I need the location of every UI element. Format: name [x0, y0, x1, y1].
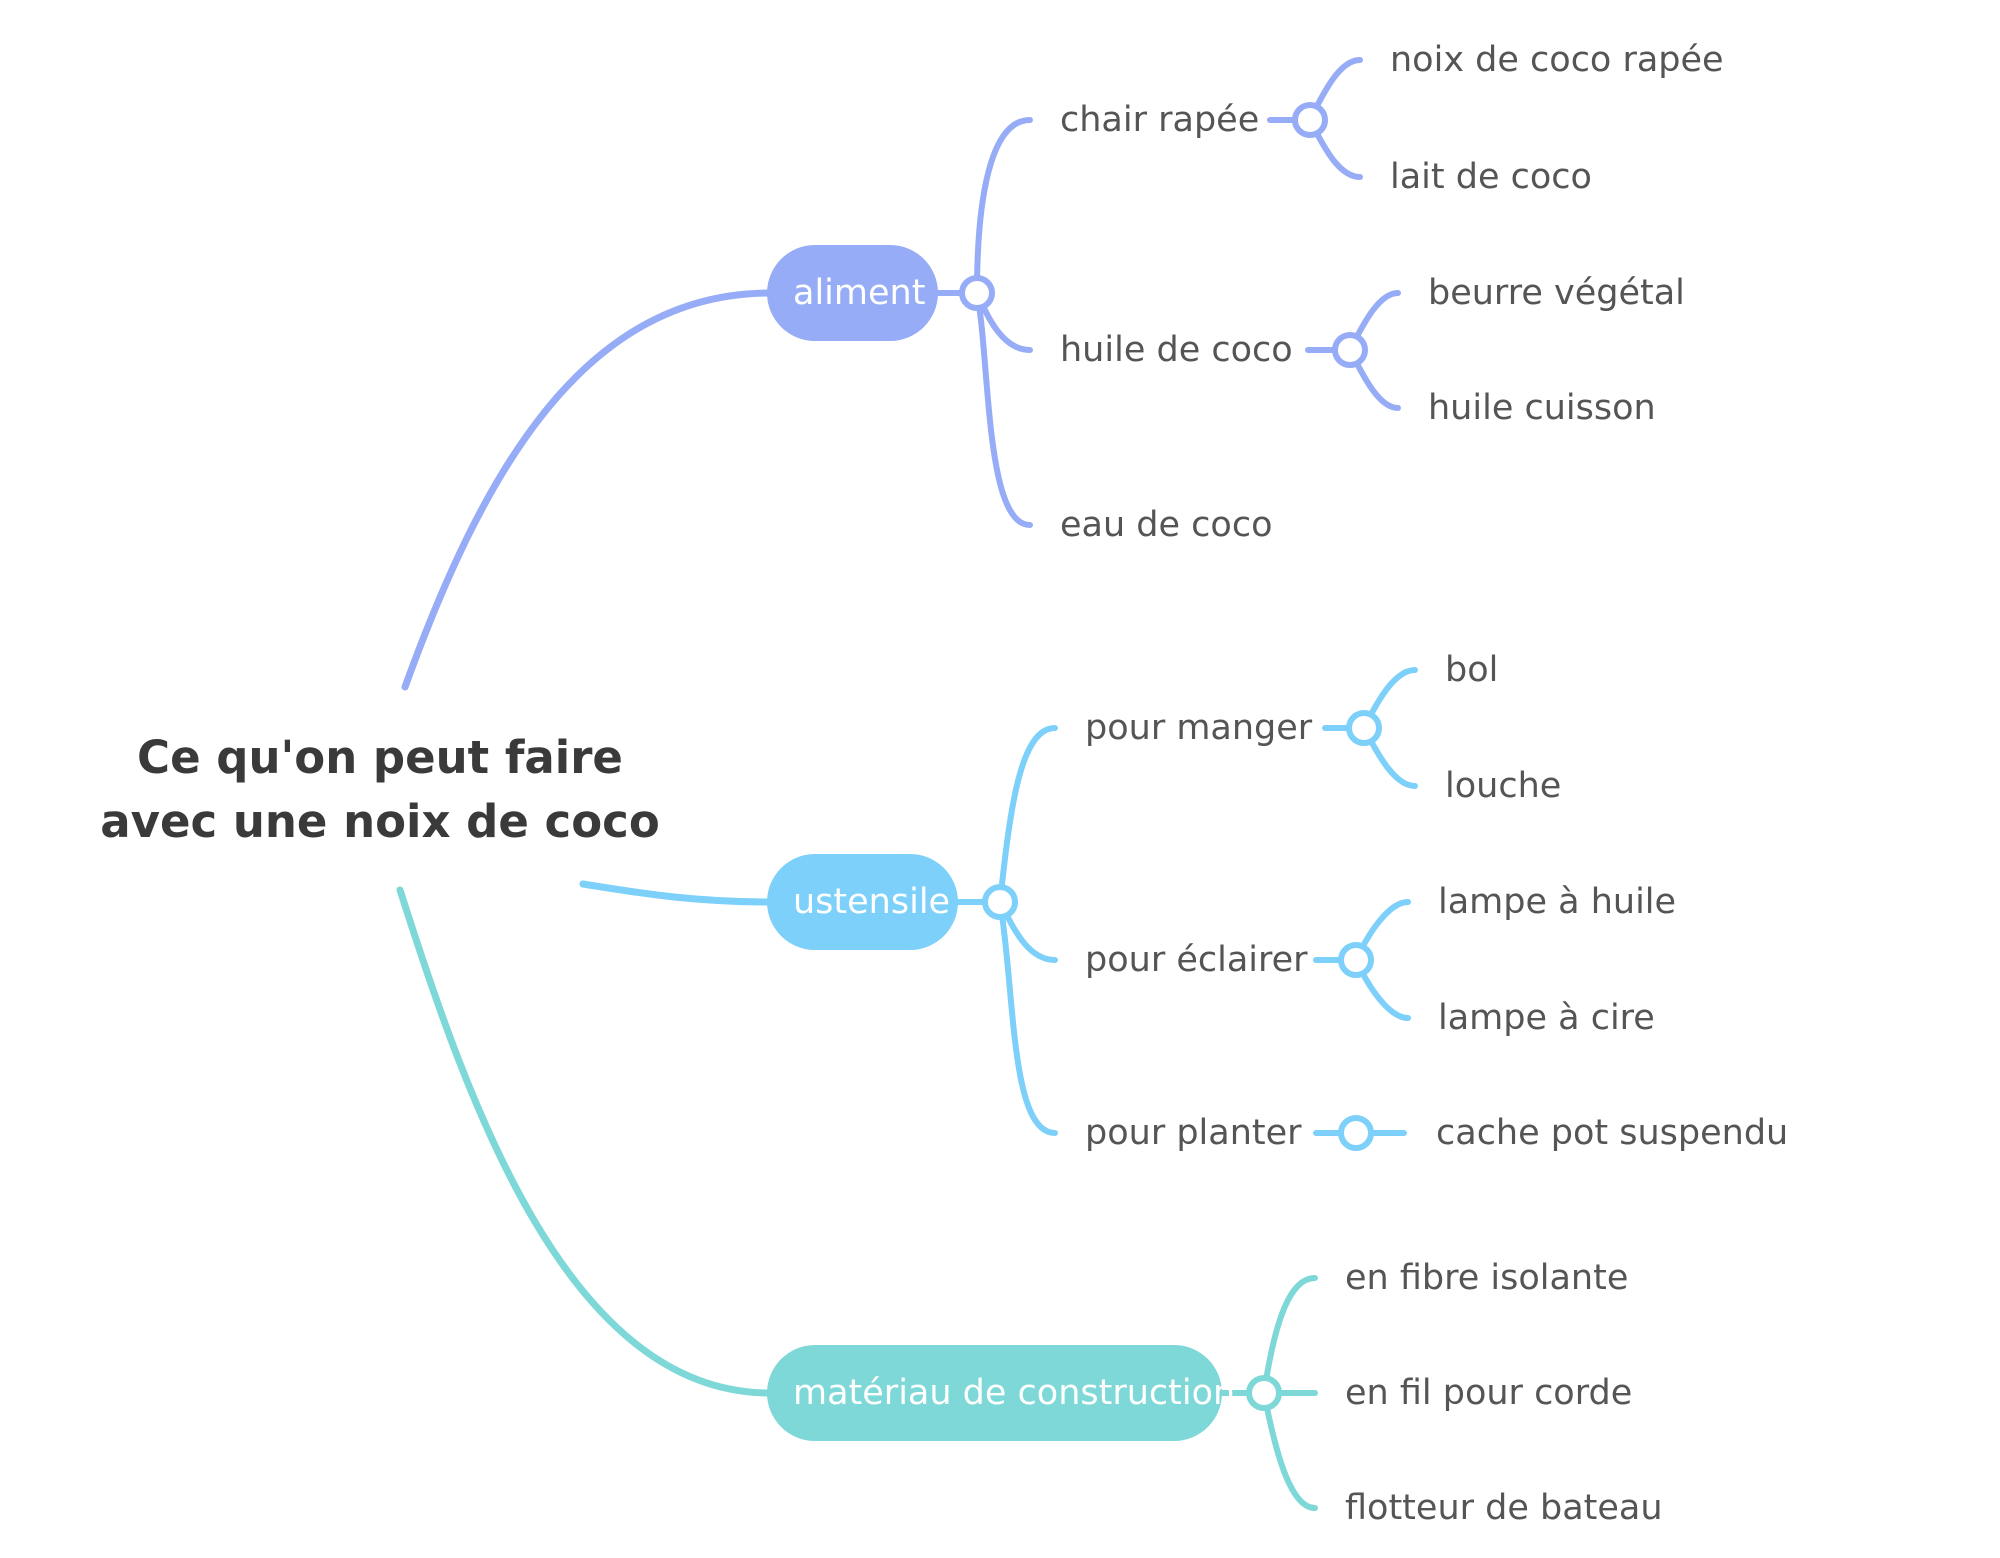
node-beurre-vegetal[interactable]: beurre végétal — [1428, 273, 1685, 313]
branch-ustensile[interactable]: ustensile — [767, 854, 958, 950]
node-lampe-a-cire[interactable]: lampe à cire — [1438, 998, 1655, 1038]
manger-collapse-knob[interactable] — [1346, 710, 1382, 746]
planter-collapse-knob[interactable] — [1338, 1115, 1374, 1151]
node-pour-planter[interactable]: pour planter — [1085, 1113, 1302, 1153]
central-topic-line-2: avec une noix de coco — [100, 795, 660, 848]
chair-collapse-knob[interactable] — [1292, 102, 1328, 138]
materiau-collapse-knob[interactable] — [1246, 1375, 1282, 1411]
node-bol[interactable]: bol — [1445, 650, 1499, 690]
link-root-aliment — [401, 289, 774, 691]
ustensile-collapse-knob[interactable] — [982, 884, 1018, 920]
node-pour-manger[interactable]: pour manger — [1085, 708, 1313, 748]
eclairer-collapse-knob[interactable] — [1338, 942, 1374, 978]
node-pour-eclairer[interactable]: pour éclairer — [1085, 940, 1308, 980]
node-flotteur-de-bateau[interactable]: flotteur de bateau — [1345, 1488, 1663, 1528]
node-huile-de-coco[interactable]: huile de coco — [1060, 330, 1293, 370]
node-en-fil-pour-corde[interactable]: en fil pour corde — [1345, 1373, 1633, 1413]
node-louche[interactable]: louche — [1445, 766, 1562, 806]
node-lampe-a-huile[interactable]: lampe à huile — [1438, 882, 1677, 922]
link-root-ustensile — [579, 880, 774, 906]
central-topic[interactable]: Ce qu'on peut faire avec une noix de coc… — [100, 726, 659, 854]
branch-materiau[interactable]: matériau de construction — [767, 1345, 1235, 1441]
central-topic-line-1: Ce qu'on peut faire — [137, 731, 623, 784]
link-root-materiau — [396, 886, 774, 1397]
branch-aliment[interactable]: aliment — [767, 245, 938, 341]
node-cache-pot-suspendu[interactable]: cache pot suspendu — [1436, 1113, 1789, 1153]
node-lait-de-coco[interactable]: lait de coco — [1390, 157, 1592, 197]
node-huile-cuisson[interactable]: huile cuisson — [1428, 388, 1656, 428]
node-chair-rapee[interactable]: chair rapée — [1060, 100, 1260, 140]
node-eau-de-coco[interactable]: eau de coco — [1060, 505, 1273, 545]
huile-collapse-knob[interactable] — [1332, 332, 1368, 368]
aliment-collapse-knob[interactable] — [959, 275, 995, 311]
node-en-fibre-isolante[interactable]: en fibre isolante — [1345, 1258, 1629, 1298]
node-noix-de-coco-rapee[interactable]: noix de coco rapée — [1390, 40, 1724, 80]
